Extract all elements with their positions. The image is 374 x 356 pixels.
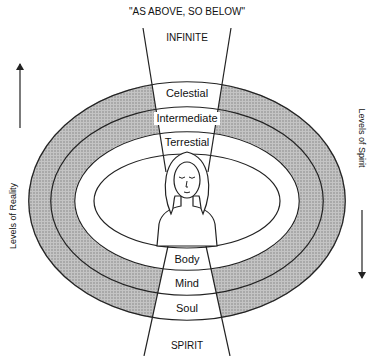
outer-shaded-ring [28, 81, 346, 321]
woman-body [157, 196, 217, 246]
level-label: Mind [173, 277, 201, 290]
woman-face [174, 162, 200, 198]
ring-outline [50, 106, 324, 296]
level-label: Soul [174, 302, 200, 315]
diagram-title: "AS ABOVE, SO BELOW" [129, 6, 245, 18]
level-label: Body [172, 253, 201, 266]
ring-outline-ellipse [51, 107, 324, 296]
axis-label: Levels of Reality [7, 182, 19, 250]
down-arrow [361, 210, 362, 278]
ring-ellipse: IntermediateMind TerrestialBody [50, 106, 324, 296]
level-label: Terrestial [163, 136, 212, 149]
top-label: INFINITE [165, 32, 209, 44]
upper-wedge [143, 28, 231, 172]
innermost-ellipse [94, 154, 280, 248]
woman-features [179, 177, 195, 193]
wedge-line [143, 28, 166, 172]
ring-outline [74, 131, 300, 271]
bottom-label: SPIRIT [170, 340, 204, 352]
ring-ellipse: CelestialSoul IntermediateMind TerrestialB… [28, 81, 346, 321]
ring-ellipse: TerrestialBody [74, 131, 300, 271]
level-label: Intermediate [154, 112, 219, 125]
lower-wedge [144, 246, 230, 356]
ring-outline-ellipse [75, 132, 300, 271]
wedge-line [208, 28, 231, 172]
wedge-line [144, 246, 168, 356]
level-label: Celestial [164, 87, 210, 100]
woman-hair [165, 152, 208, 214]
up-arrow [19, 64, 20, 128]
axis-label: Levels of Spirit [356, 107, 368, 168]
ring-outline-ellipse [29, 82, 346, 321]
wedge-line [206, 246, 230, 356]
